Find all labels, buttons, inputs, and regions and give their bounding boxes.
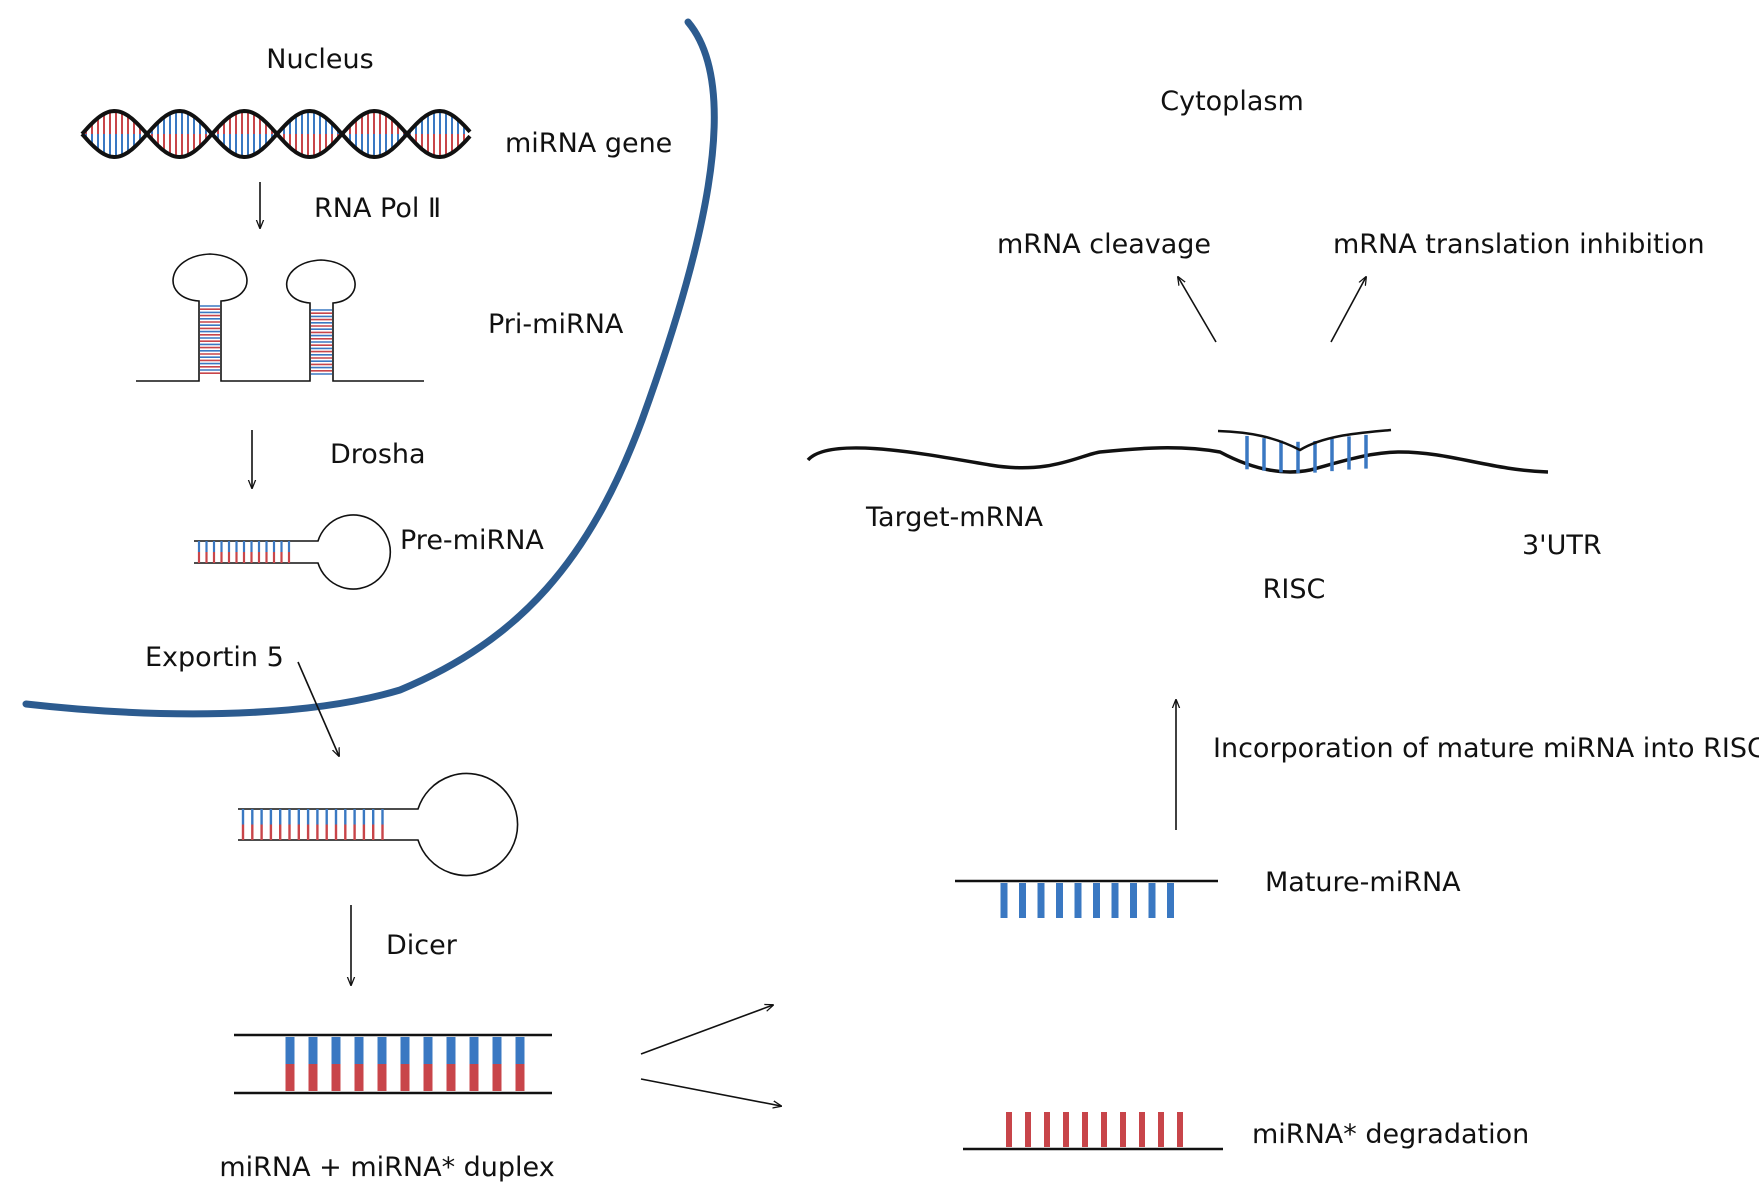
cleavage-label: mRNA cleavage: [997, 229, 1211, 260]
pri-mirna-label: Pri-miRNA: [488, 309, 624, 340]
dicer-label: Dicer: [386, 930, 458, 961]
target-mrna-label: Target-mRNA: [865, 502, 1044, 533]
cytoplasm-label: Cytoplasm: [1160, 86, 1304, 117]
pri-mirna-backbone: [136, 253, 424, 382]
risc-complex: [806, 428, 1549, 474]
export-arrow: [297, 661, 339, 756]
duplex-label: miRNA + miRNA* duplex: [219, 1152, 554, 1183]
rna-pol-label: RNA Pol Ⅱ: [314, 193, 441, 224]
mirna-star-bases: [1006, 1112, 1183, 1147]
incorporation-label: Incorporation of mature miRNA into RISC: [1213, 733, 1759, 764]
risc-mirna-strand: [1217, 428, 1392, 452]
cleavage-arrow: [1178, 277, 1217, 343]
mature-mirna: [955, 879, 1218, 918]
risc-mirna-bases: [1245, 434, 1368, 474]
nucleus-label: Nucleus: [266, 44, 373, 75]
pri-mirna-hairpins: [136, 253, 424, 382]
degradation-label: miRNA* degradation: [1252, 1119, 1529, 1150]
dna-base-pairs: [85, 111, 465, 157]
duplex-base-pairs: [285, 1037, 525, 1091]
exportin-label: Exportin 5: [145, 642, 284, 673]
inhibition-label: mRNA translation inhibition: [1333, 229, 1705, 260]
pre-mirna-stem: [241, 809, 384, 840]
risc-label: RISC: [1263, 574, 1326, 605]
dna-helix-icon: [80, 108, 472, 160]
target-mrna-strand: [806, 446, 1549, 474]
inhibition-arrow: [1330, 277, 1366, 343]
nuclear-membrane: [22, 18, 718, 718]
utr-label: 3'UTR: [1522, 530, 1602, 561]
mirna-gene-label: miRNA gene: [505, 128, 672, 159]
separation-arrow-down: [640, 1078, 781, 1106]
separation-arrow-up: [640, 1005, 773, 1055]
pre-mirna-hairpin-cytoplasmic: [238, 772, 519, 877]
mirna-duplex: [234, 1033, 552, 1095]
dna-strand: [80, 108, 472, 160]
mature-mirna-label: Mature-miRNA: [1265, 867, 1461, 898]
pre-mirna-label: Pre-miRNA: [400, 525, 544, 556]
mirna-star-strand: [963, 1112, 1223, 1151]
pre-mirna-hairpin-nuclear: [194, 514, 392, 590]
pri-mirna-stem-2: [311, 309, 332, 375]
drosha-label: Drosha: [330, 439, 426, 470]
pri-mirna-stem-1: [200, 305, 220, 375]
pre-mirna-stem: [197, 541, 291, 563]
mature-mirna-bases: [1000, 883, 1174, 918]
